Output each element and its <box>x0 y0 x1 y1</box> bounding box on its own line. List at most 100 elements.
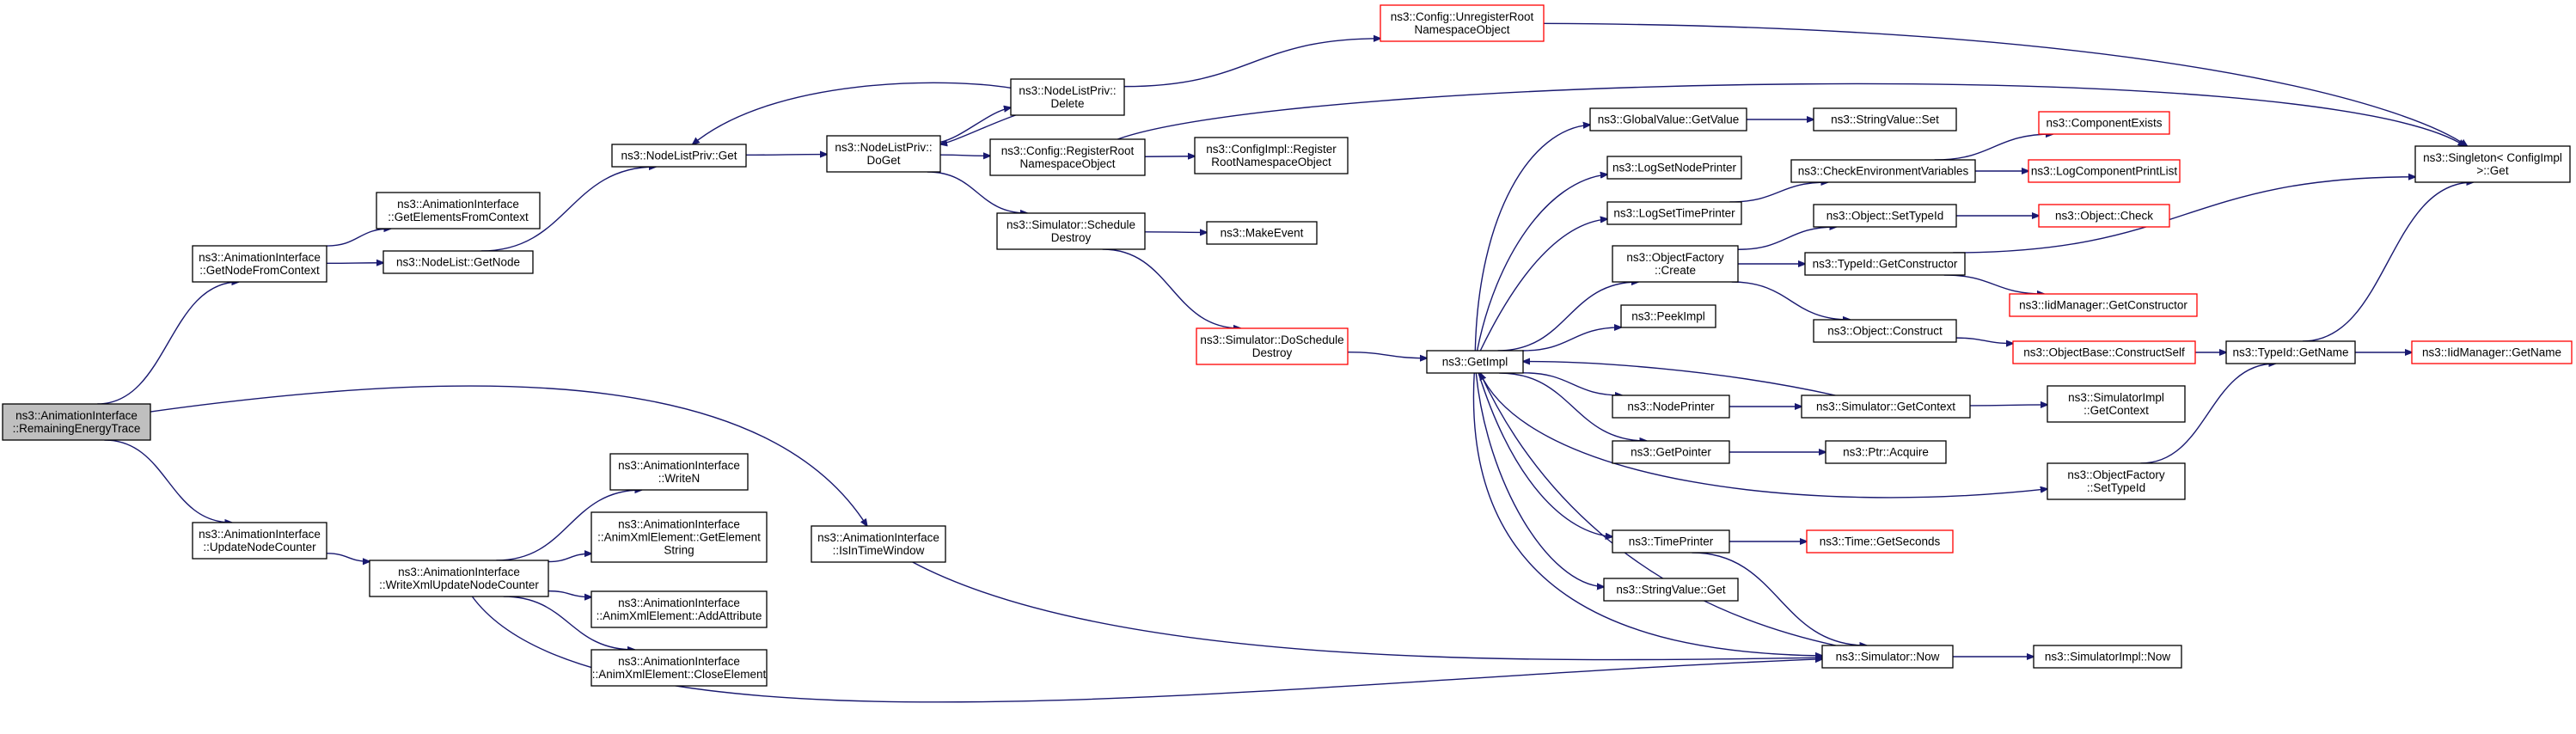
node-box[interactable] <box>1380 4 1545 42</box>
node-objectconstruct[interactable]: ns3::Object::Construct <box>1813 319 1957 343</box>
node-box[interactable] <box>1426 350 1524 374</box>
node-nodelistprivget[interactable]: ns3::NodeListPriv::Get <box>611 144 747 168</box>
node-objectcheck[interactable]: ns3::Object::Check <box>2038 204 2170 228</box>
node-box[interactable] <box>1612 440 1730 464</box>
node-box[interactable] <box>611 144 747 168</box>
node-logcomponentprintlist[interactable]: ns3::LogComponentPrintList <box>2028 159 2181 183</box>
node-box[interactable] <box>1194 137 1349 174</box>
node-box[interactable] <box>1010 78 1125 116</box>
node-logsettimeprinter[interactable]: ns3::LogSetTimePrinter <box>1606 201 1742 225</box>
node-box[interactable] <box>192 522 327 560</box>
node-box[interactable] <box>2009 293 2198 317</box>
node-writen[interactable]: ns3::AnimationInterface::WriteN <box>609 453 749 491</box>
node-nodelistgetnode[interactable]: ns3::NodeList::GetNode <box>382 250 534 274</box>
node-box[interactable] <box>382 250 534 274</box>
node-box[interactable] <box>2047 385 2186 423</box>
node-isintimewindow[interactable]: ns3::AnimationInterface::IsInTimeWindow <box>811 525 946 563</box>
node-box[interactable] <box>1606 156 1742 180</box>
node-timeprinter[interactable]: ns3::TimePrinter <box>1612 529 1730 554</box>
node-simimplnow[interactable]: ns3::SimulatorImpl::Now <box>2033 645 2182 669</box>
node-nodelistprivdoget[interactable]: ns3::NodeListPriv::DoGet <box>826 135 941 173</box>
node-ptracquire[interactable]: ns3::Ptr::Acquire <box>1825 440 1947 464</box>
node-objectfactorysettypeid[interactable]: ns3::ObjectFactory::SetTypeId <box>2047 462 2186 500</box>
node-box[interactable] <box>1196 327 1349 365</box>
node-box[interactable] <box>996 212 1146 250</box>
node-box[interactable] <box>376 192 541 229</box>
node-globalvalueget[interactable]: ns3::GlobalValue::GetValue <box>1589 107 1747 132</box>
node-box[interactable] <box>1612 245 1739 283</box>
node-getnodefromctx[interactable]: ns3::AnimationInterface::GetNodeFromCont… <box>192 245 327 283</box>
node-box[interactable] <box>811 525 946 563</box>
node-nodeprinter[interactable]: ns3::NodePrinter <box>1612 395 1730 419</box>
node-objectfactorycreate[interactable]: ns3::ObjectFactory::Create <box>1612 245 1739 283</box>
node-box[interactable] <box>1206 221 1318 245</box>
node-simimplgetcontext[interactable]: ns3::SimulatorImpl::GetContext <box>2047 385 2186 423</box>
node-stringvalueget[interactable]: ns3::StringValue::Get <box>1603 578 1739 602</box>
node-componentexists[interactable]: ns3::ComponentExists <box>2038 111 2170 135</box>
node-simgetcontext[interactable]: ns3::Simulator::GetContext <box>1801 395 1971 419</box>
node-addattribute[interactable]: ns3::AnimationInterface::AnimXmlElement:… <box>590 590 768 628</box>
node-box[interactable] <box>1806 529 1954 554</box>
node-box[interactable] <box>2047 462 2186 500</box>
node-box[interactable] <box>2411 340 2573 364</box>
node-updatenodecounter[interactable]: ns3::AnimationInterface::UpdateNodeCount… <box>192 522 327 560</box>
node-typeidgetname[interactable]: ns3::TypeId::GetName <box>2225 340 2356 364</box>
node-singletonget[interactable]: ns3::Singleton< ConfigImpl>::Get <box>2414 145 2571 183</box>
node-nodelistprivdelete[interactable]: ns3::NodeListPriv::Delete <box>1010 78 1125 116</box>
node-box[interactable] <box>2414 145 2571 183</box>
node-box[interactable] <box>1790 159 1976 183</box>
node-getpointer[interactable]: ns3::GetPointer <box>1612 440 1730 464</box>
node-box[interactable] <box>1620 304 1716 328</box>
node-box[interactable] <box>1603 578 1739 602</box>
node-getimpl[interactable]: ns3::GetImpl <box>1426 350 1524 374</box>
node-box[interactable] <box>2033 645 2182 669</box>
node-box[interactable] <box>2038 204 2170 228</box>
node-makeevent[interactable]: ns3::MakeEvent <box>1206 221 1318 245</box>
node-simnow[interactable]: ns3::Simulator::Now <box>1821 645 1954 669</box>
node-logsetnodeprinter[interactable]: ns3::LogSetNodePrinter <box>1606 156 1742 180</box>
node-box[interactable] <box>2038 111 2170 135</box>
node-iidmanagergetname[interactable]: ns3::IidManager::GetName <box>2411 340 2573 364</box>
node-box[interactable] <box>1813 319 1957 343</box>
node-peekimpl[interactable]: ns3::PeekImpl <box>1620 304 1716 328</box>
node-box[interactable] <box>369 560 549 597</box>
node-box[interactable] <box>2012 340 2196 364</box>
node-objectbaseconstructself[interactable]: ns3::ObjectBase::ConstructSelf <box>2012 340 2196 364</box>
node-writexmlupdate[interactable]: ns3::AnimationInterface::WriteXmlUpdateN… <box>369 560 549 597</box>
node-box[interactable] <box>2 403 151 441</box>
node-box[interactable] <box>1801 395 1971 419</box>
node-configimplregister[interactable]: ns3::ConfigImpl::RegisterRootNamespaceOb… <box>1194 137 1349 174</box>
node-objectsettypeid[interactable]: ns3::Object::SetTypeId <box>1813 204 1957 228</box>
node-box[interactable] <box>192 245 327 283</box>
node-typeidgetconstructor[interactable]: ns3::TypeId::GetConstructor <box>1804 252 1966 276</box>
node-stringvalueset[interactable]: ns3::StringValue::Set <box>1813 107 1957 132</box>
node-iidmanagergetconstructor[interactable]: ns3::IidManager::GetConstructor <box>2009 293 2198 317</box>
node-box[interactable] <box>2225 340 2356 364</box>
node-timegetseconds[interactable]: ns3::Time::GetSeconds <box>1806 529 1954 554</box>
node-box[interactable] <box>2028 159 2181 183</box>
node-getelementstring[interactable]: ns3::AnimationInterface::AnimXmlElement:… <box>590 511 768 563</box>
node-box[interactable] <box>1813 107 1957 132</box>
node-configunregister[interactable]: ns3::Config::UnregisterRootNamespaceObje… <box>1380 4 1545 42</box>
node-box[interactable] <box>1825 440 1947 464</box>
node-remaining[interactable]: ns3::AnimationInterface::RemainingEnergy… <box>2 403 151 441</box>
node-box[interactable] <box>989 138 1146 176</box>
node-box[interactable] <box>826 135 941 173</box>
node-box[interactable] <box>1804 252 1966 276</box>
node-closeelement[interactable]: ns3::AnimationInterface::AnimXmlElement:… <box>590 649 768 687</box>
node-box[interactable] <box>609 453 749 491</box>
node-box[interactable] <box>590 590 768 628</box>
node-box[interactable] <box>590 649 768 687</box>
node-box[interactable] <box>1612 395 1730 419</box>
node-box[interactable] <box>1813 204 1957 228</box>
node-box[interactable] <box>590 511 768 563</box>
node-checkenv[interactable]: ns3::CheckEnvironmentVariables <box>1790 159 1976 183</box>
node-box[interactable] <box>1612 529 1730 554</box>
node-getelemfromctx[interactable]: ns3::AnimationInterface::GetElementsFrom… <box>376 192 541 229</box>
node-box[interactable] <box>1589 107 1747 132</box>
node-box[interactable] <box>1606 201 1742 225</box>
node-box[interactable] <box>1821 645 1954 669</box>
